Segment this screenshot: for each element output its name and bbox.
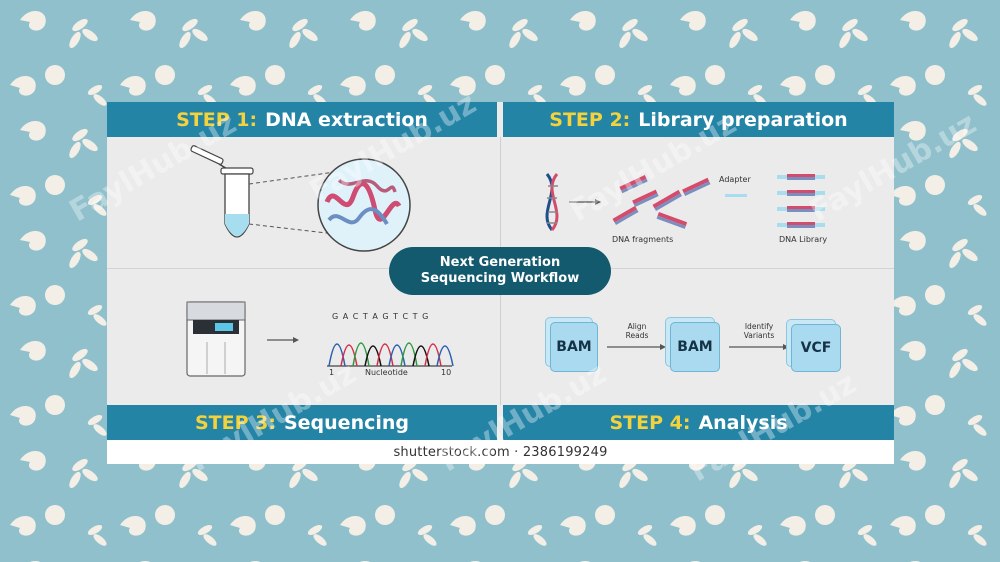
step-1-name: DNA extraction [265, 108, 428, 131]
arrow-icon [569, 199, 601, 205]
zoom-lines-icon [248, 171, 336, 235]
dna-fragments-label: DNA fragments [612, 235, 673, 244]
identify-variants-label: Identify Variants [743, 322, 775, 340]
step-1-header: STEP 1: DNA extraction [107, 102, 497, 137]
stock-footer: shutterstock.com · 2386199249 [107, 440, 894, 464]
dna-library-icon [777, 174, 825, 228]
pipette-icon [190, 145, 230, 171]
arrow-icon [729, 344, 789, 350]
nucleotide-sequence: G A C T A G T C T G [332, 312, 430, 321]
step-4-header: STEP 4: Analysis [503, 405, 894, 440]
step-4-number: STEP 4: [609, 411, 691, 434]
sequencer-machine-icon [186, 301, 246, 377]
workflow-illustrations: Adapter DNA fragments DNA Library [186, 145, 827, 377]
arrow-icon [607, 344, 666, 350]
step-3-number: STEP 3: [195, 411, 276, 434]
step-2-number: STEP 2: [549, 108, 631, 131]
step-3-name: Sequencing [283, 411, 409, 434]
step-2-header: STEP 2: Library preparation [503, 102, 894, 137]
workflow-title-line1: Next Generation [439, 255, 561, 270]
bam-file-box: BAM [550, 322, 598, 372]
vcf-file-box: VCF [791, 324, 841, 372]
arrow-icon [267, 337, 299, 343]
dna-helix-icon [545, 173, 559, 231]
dna-magnified-icon [317, 158, 411, 252]
ngs-workflow-card: STEP 1: DNA extraction STEP 2: Library p… [107, 102, 894, 464]
test-tube-icon [220, 167, 254, 238]
nucleotide-axis-label: Nucleotide [365, 368, 408, 377]
step-3-header: STEP 3: Sequencing [107, 405, 497, 440]
bam-file-box: BAM [670, 322, 720, 372]
dna-fragments-icon [612, 175, 711, 229]
step-4-name: Analysis [698, 411, 788, 434]
chromatogram-icon [327, 342, 454, 367]
axis-end-label: 10 [441, 368, 452, 377]
dna-library-label: DNA Library [779, 235, 827, 244]
step-2-name: Library preparation [638, 108, 848, 131]
adapter-icon [725, 194, 747, 197]
workflow-title-line2: Sequencing Workflow [420, 271, 580, 286]
adapter-label: Adapter [719, 175, 751, 184]
workflow-title-badge: Next Generation Sequencing Workflow [389, 247, 611, 295]
align-reads-label: Align Reads [625, 322, 649, 340]
axis-start-label: 1 [329, 368, 335, 377]
step-1-number: STEP 1: [176, 108, 258, 131]
